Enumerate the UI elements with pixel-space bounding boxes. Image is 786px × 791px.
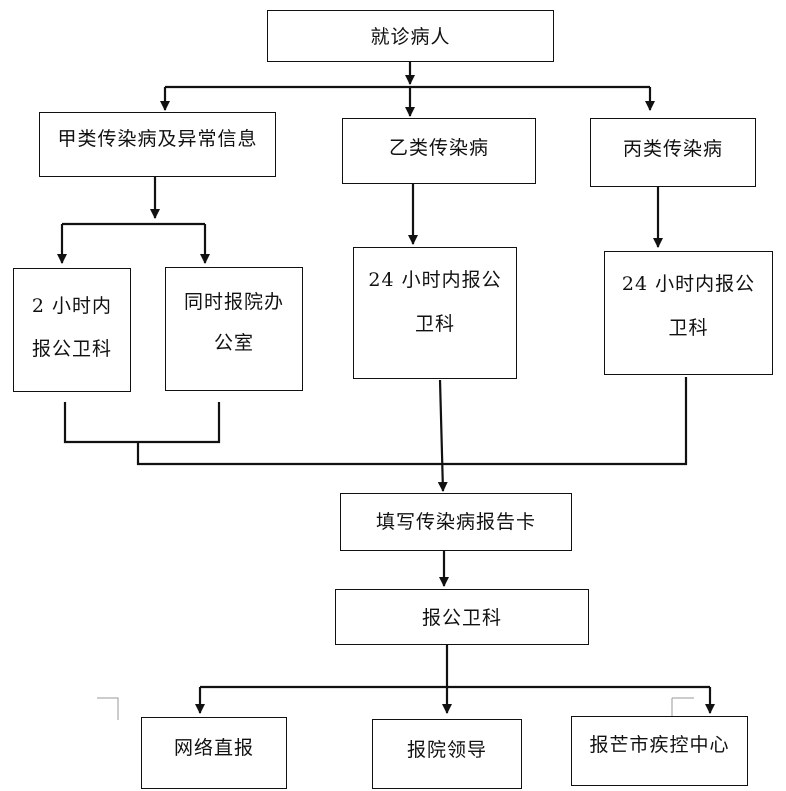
arrow-b-to-card [437,379,448,492]
node-online-report-label: 网络直报 [173,737,254,759]
node-c-report-line2: 卫科 [668,317,709,339]
node-online-report: 网络直报 [141,717,287,789]
corner-mark-left [97,697,119,720]
node-patient: 就诊病人 [267,10,554,62]
node-b-report: 24 小时内报公 卫科 [353,247,517,379]
node-a-office: 同时报院办 公室 [165,267,303,391]
node-class-b-label: 乙类传染病 [388,137,489,159]
node-a-report-line1: 2 小时内 [31,295,113,317]
node-a-report: 2 小时内 报公卫科 [13,268,131,392]
node-report-public-health: 报公卫科 [335,589,589,645]
node-a-office-line1: 同时报院办 [183,291,284,313]
node-c-report: 24 小时内报公 卫科 [604,251,773,375]
node-c-report-line1: 24 小时内报公 [621,273,756,295]
node-report-leader: 报院领导 [372,719,522,789]
node-fill-card-label: 填写传染病报告卡 [375,511,536,533]
node-report-cdc: 报芒市疾控中心 [571,716,748,786]
node-report-cdc-label: 报芒市疾控中心 [589,734,730,756]
connector-a-to-main [136,377,688,466]
node-b-report-line1: 24 小时内报公 [368,269,502,291]
connector-a-merge [63,402,221,444]
node-patient-label: 就诊病人 [370,26,451,48]
node-fill-card: 填写传染病报告卡 [340,493,572,551]
node-class-a-label: 甲类传染病及异常信息 [57,128,258,150]
node-class-c: 丙类传染病 [590,118,756,187]
node-class-a: 甲类传染病及异常信息 [39,112,276,177]
node-report-public-health-label: 报公卫科 [421,607,502,629]
node-a-office-line2: 公室 [213,332,254,354]
node-b-report-line2: 卫科 [414,313,455,335]
node-a-report-line2: 报公卫科 [31,338,112,360]
node-class-b: 乙类传染病 [342,118,536,184]
node-class-c-label: 丙类传染病 [622,138,723,160]
node-report-leader-label: 报院领导 [406,739,487,761]
